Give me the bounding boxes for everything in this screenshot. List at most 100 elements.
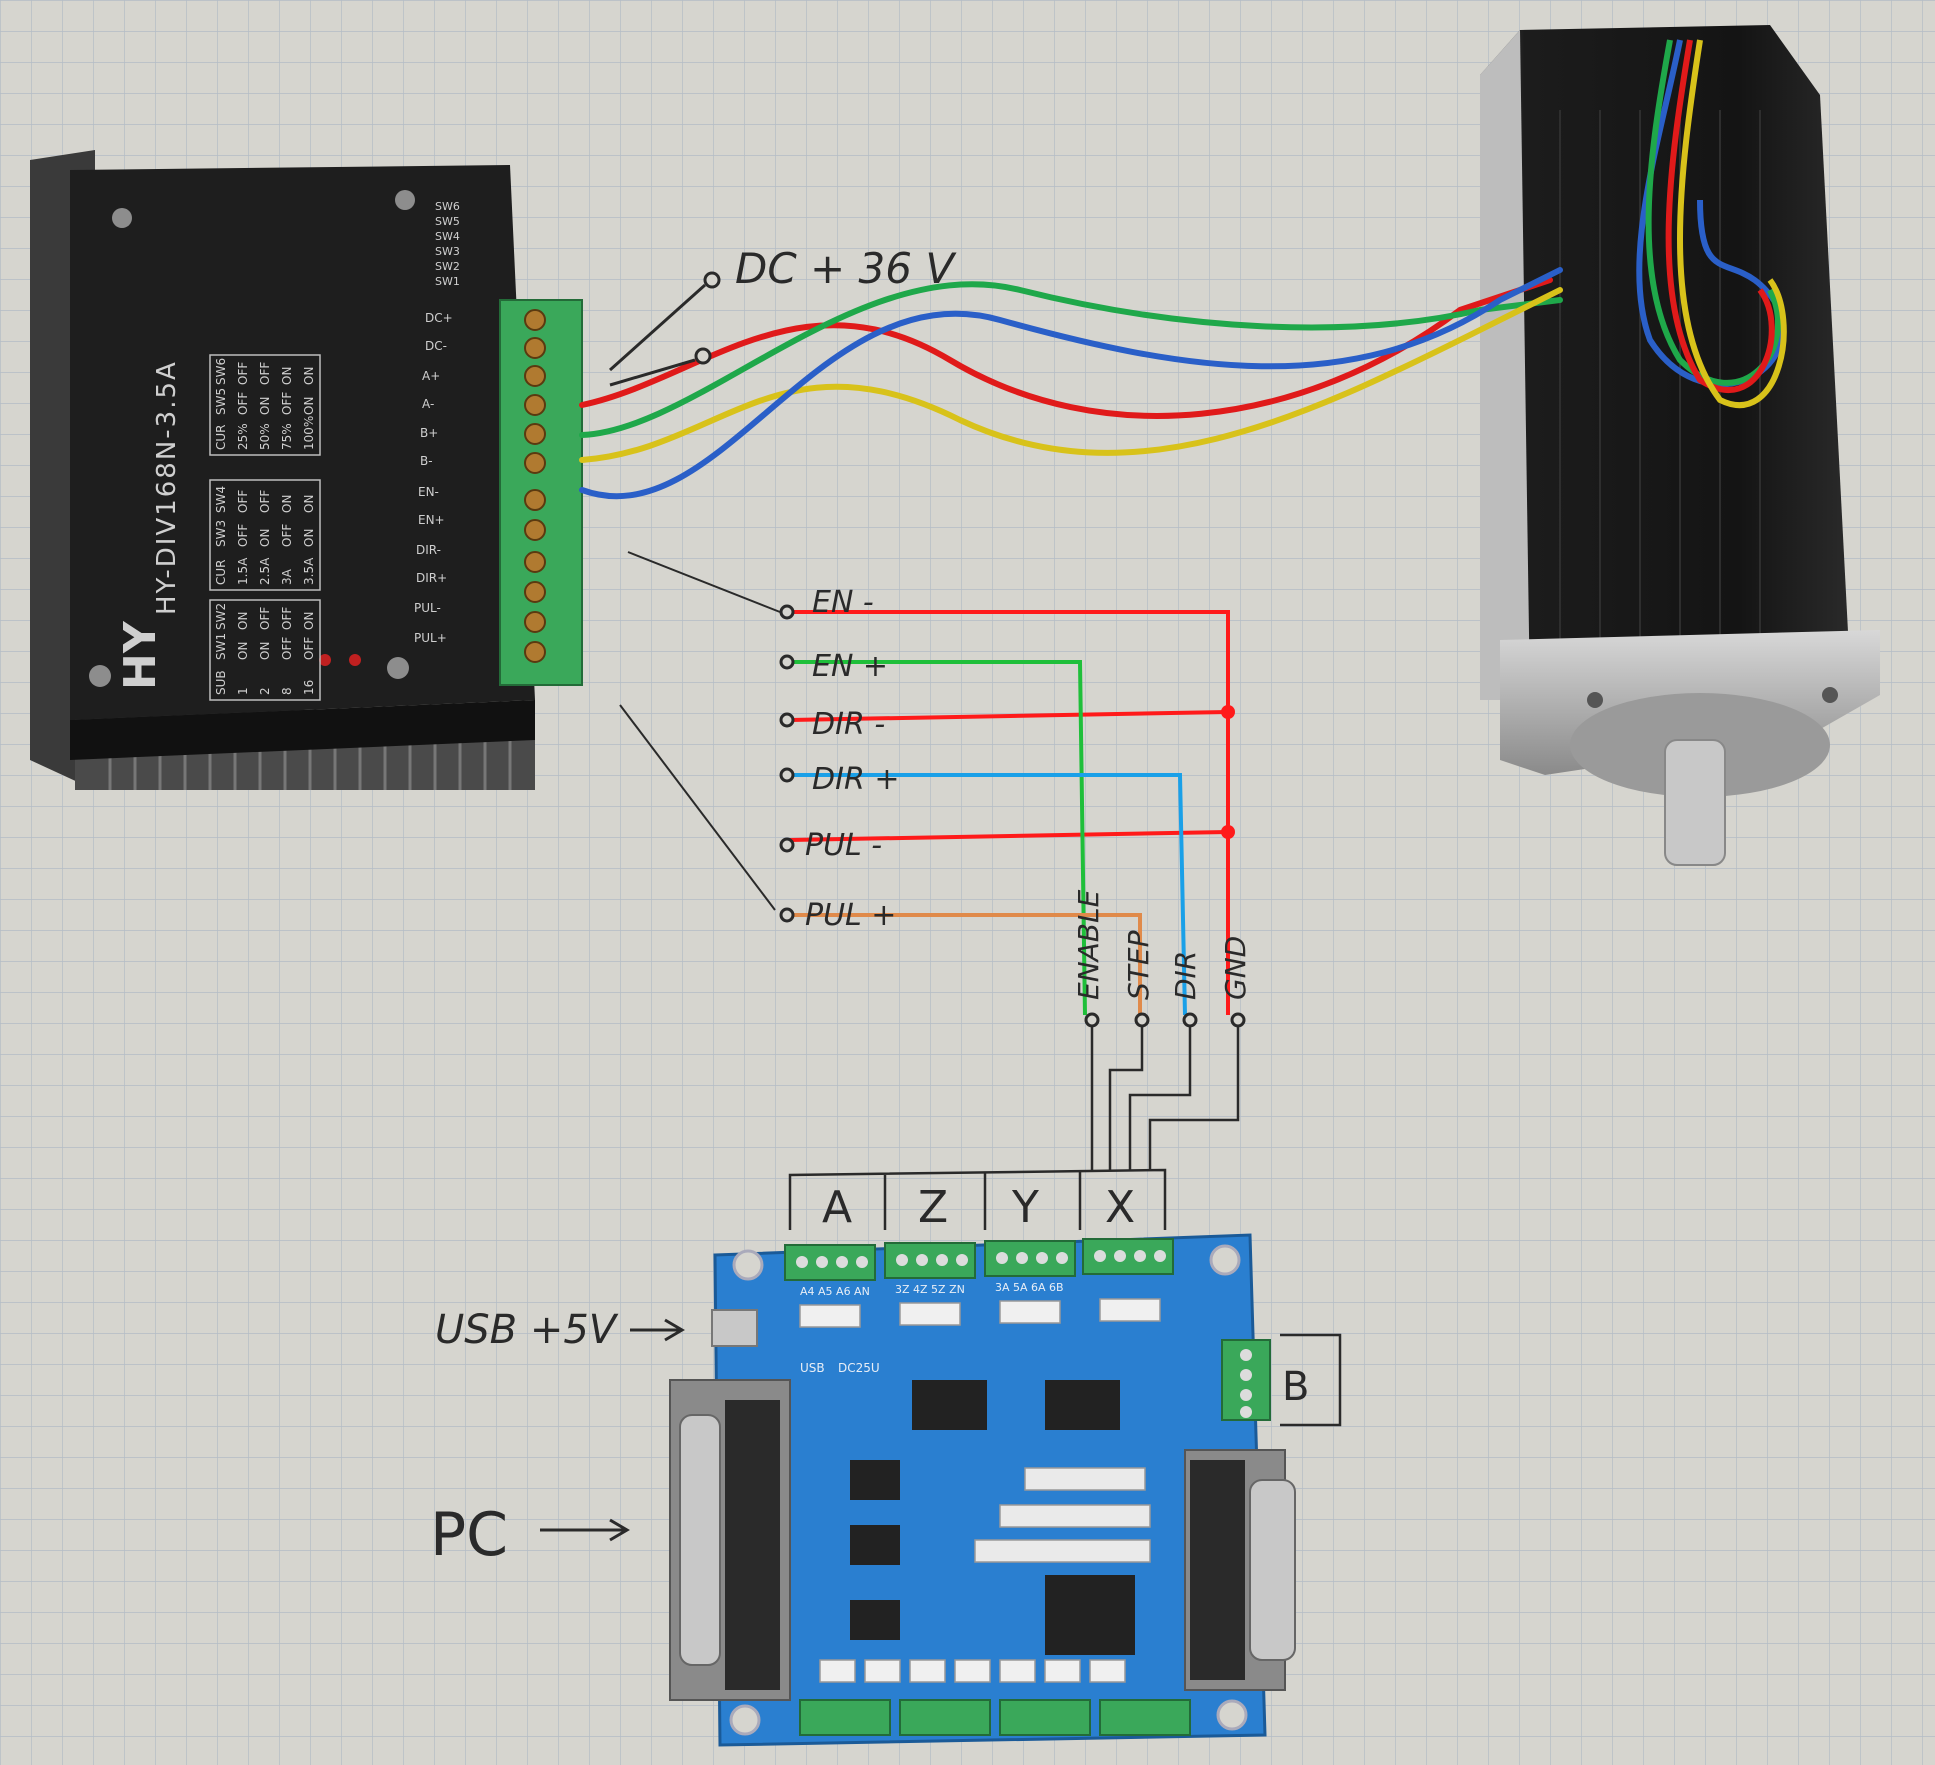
power-annotation <box>608 271 721 387</box>
svg-text:OFF: OFF <box>280 524 294 547</box>
signal-label-en-minus: EN - <box>812 585 874 620</box>
signal-label-dir-minus: DIR - <box>812 707 885 742</box>
screw-icon <box>395 190 415 210</box>
power-label: DC + 36 V <box>735 244 957 293</box>
usb-port <box>711 1309 758 1347</box>
svg-text:OFF: OFF <box>258 607 272 630</box>
led-icon <box>319 654 331 666</box>
board-label-enable: ENABLE <box>1072 889 1105 1000</box>
terminal-label: EN+ <box>418 513 445 527</box>
svg-text:ON: ON <box>258 397 272 415</box>
svg-text:SW6: SW6 <box>214 358 228 385</box>
amperage-table: CUR SW3 SW4 1.5A OFF OFF 2.5A ON OFF 3A … <box>209 479 321 591</box>
board-label-gnd: GND <box>1219 936 1252 1000</box>
terminal-label: DIR- <box>416 543 441 557</box>
axis-label-x: X <box>1105 1182 1135 1233</box>
svg-text:8: 8 <box>280 687 294 695</box>
stepper-driver: HY-DIV168N-3.5A HY SW6 SW5 SW4 SW3 SW2 S… <box>30 150 583 790</box>
svg-text:ON: ON <box>302 529 316 547</box>
svg-text:OFF: OFF <box>280 392 294 415</box>
svg-text:3A: 3A <box>280 568 294 585</box>
db25-connector-right <box>1184 1449 1296 1691</box>
svg-text:ON: ON <box>280 495 294 513</box>
svg-text:OFF: OFF <box>258 362 272 385</box>
svg-text:ON: ON <box>258 529 272 547</box>
axis-label-a: A <box>822 1182 852 1233</box>
switch-label: SW6 <box>435 200 460 213</box>
svg-text:SUB: SUB <box>214 670 228 695</box>
svg-text:OFF: OFF <box>302 637 316 660</box>
svg-text:ON: ON <box>302 367 316 385</box>
svg-text:SW2: SW2 <box>214 603 228 630</box>
terminal-label: DC- <box>425 339 447 353</box>
svg-text:ON: ON <box>302 397 316 415</box>
junction-dot <box>1221 825 1235 839</box>
port-label-b: B <box>1282 1364 1309 1410</box>
svg-text:16: 16 <box>302 680 316 695</box>
svg-text:OFF: OFF <box>280 607 294 630</box>
board-label-step: STEP <box>1122 930 1155 1000</box>
svg-text:75%: 75% <box>280 423 294 450</box>
current-table: CUR SW5 SW6 25% OFF OFF 50% ON OFF 75% O… <box>209 354 321 456</box>
stepper-motor <box>1480 25 1880 866</box>
board-silk: USB <box>800 1361 825 1375</box>
screw-icon <box>112 208 132 228</box>
svg-text:ON: ON <box>258 642 272 660</box>
board-label-dir: DIR <box>1169 951 1202 1000</box>
db25-connector-left <box>669 1379 791 1701</box>
switch-label: SW1 <box>435 275 460 288</box>
junction-dot <box>1221 705 1235 719</box>
terminal-label: PUL+ <box>414 631 447 645</box>
svg-text:OFF: OFF <box>236 490 250 513</box>
signal-wiring <box>789 610 1230 1016</box>
switch-label: SW4 <box>435 230 460 243</box>
signal-label-dir-plus: DIR + <box>812 762 899 797</box>
svg-text:SW1: SW1 <box>214 633 228 660</box>
svg-text:OFF: OFF <box>258 490 272 513</box>
svg-text:1.5A: 1.5A <box>236 557 250 585</box>
microstep-table: SUB SW1 SW2 1 ON ON 2 ON OFF 8 OFF OFF 1… <box>209 599 321 701</box>
svg-text:CUR: CUR <box>214 560 228 586</box>
svg-text:SW4: SW4 <box>214 486 228 513</box>
axis-label-z: Z <box>918 1182 948 1233</box>
usb-label: USB +5V <box>435 1307 619 1353</box>
svg-text:OFF: OFF <box>236 362 250 385</box>
svg-text:OFF: OFF <box>280 637 294 660</box>
svg-text:25%: 25% <box>236 423 250 450</box>
svg-text:2: 2 <box>258 687 272 695</box>
svg-text:ON: ON <box>302 495 316 513</box>
terminal-label: DC+ <box>425 311 453 325</box>
svg-text:ON: ON <box>302 612 316 630</box>
screw-icon <box>89 665 111 687</box>
svg-text:2.5A: 2.5A <box>258 557 272 585</box>
led-icon <box>349 654 361 666</box>
driver-model-label: HY-DIV168N-3.5A <box>152 360 182 615</box>
switch-label: SW3 <box>435 245 460 258</box>
signal-label-pul-minus: PUL - <box>805 828 882 863</box>
svg-text:SW5: SW5 <box>214 388 228 415</box>
svg-text:SW3: SW3 <box>214 520 228 547</box>
signal-label-pul-plus: PUL + <box>805 898 896 933</box>
svg-text:50%: 50% <box>258 423 272 450</box>
terminal-label: DIR+ <box>416 571 447 585</box>
terminal-label: B+ <box>420 426 438 440</box>
pc-label: PC <box>430 1500 508 1570</box>
svg-text:ON: ON <box>280 367 294 385</box>
svg-text:3.5A: 3.5A <box>302 557 316 585</box>
board-silk: 3A 5A 6A 6B <box>995 1281 1064 1294</box>
svg-text:1: 1 <box>236 687 250 695</box>
svg-text:ON: ON <box>236 642 250 660</box>
board-silk: DC25U <box>838 1361 880 1375</box>
board-silk: 3Z 4Z 5Z ZN <box>895 1283 965 1296</box>
terminal-label: A- <box>422 397 434 411</box>
svg-text:ON: ON <box>236 612 250 630</box>
svg-text:CUR: CUR <box>214 425 228 451</box>
svg-text:100%: 100% <box>302 416 316 450</box>
switch-label: SW2 <box>435 260 460 273</box>
terminal-label: PUL- <box>414 601 441 615</box>
signal-label-en-plus: EN + <box>812 649 888 684</box>
axis-header <box>788 1168 1167 1230</box>
driver-brand-logo: HY <box>115 620 166 690</box>
terminal-label: EN- <box>418 485 439 499</box>
